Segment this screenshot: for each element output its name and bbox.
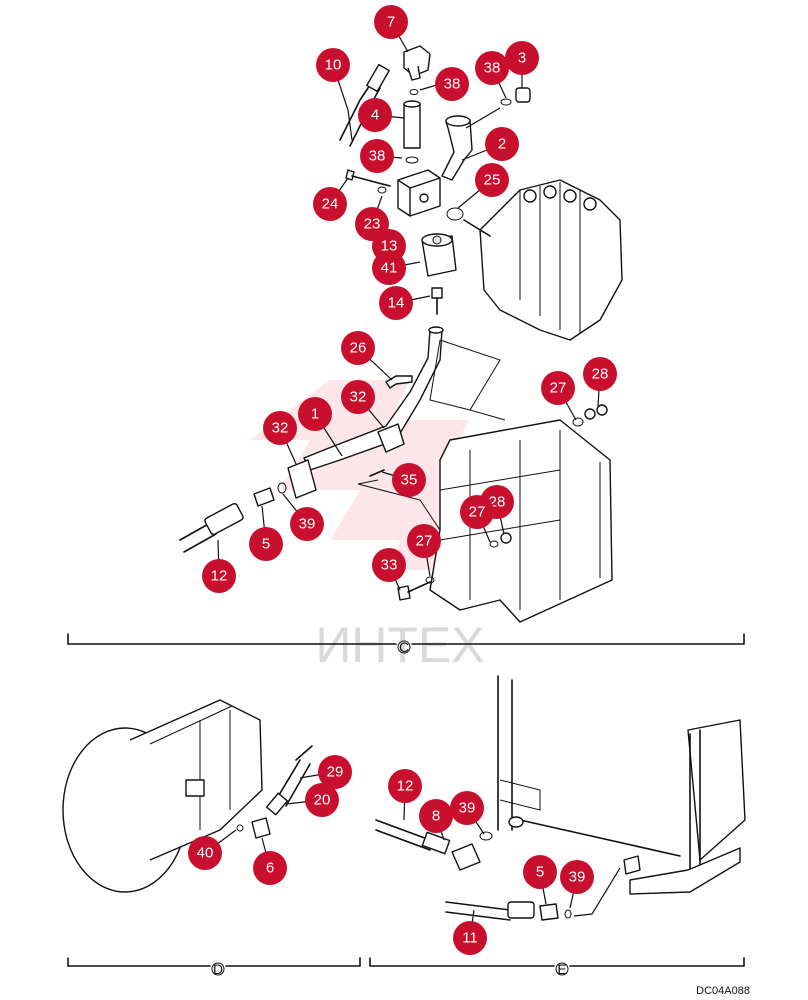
- callout-38: 38: [475, 51, 509, 85]
- callout-20: 20: [305, 783, 339, 817]
- section-d-bracket: D: [67, 957, 361, 977]
- svg-text:39: 39: [569, 869, 586, 886]
- svg-text:8: 8: [432, 808, 440, 825]
- callout-8: 8: [419, 799, 453, 833]
- svg-text:12: 12: [397, 778, 414, 795]
- callout-24: 24: [313, 187, 347, 221]
- callout-39: 39: [560, 860, 594, 894]
- svg-text:27: 27: [416, 533, 433, 550]
- callout-4: 4: [358, 98, 392, 132]
- callout-5: 5: [249, 527, 283, 561]
- svg-text:27: 27: [550, 380, 567, 397]
- svg-text:1: 1: [311, 406, 319, 423]
- svg-text:5: 5: [262, 536, 270, 553]
- section-e-drawing: [375, 675, 746, 921]
- svg-text:3: 3: [518, 50, 526, 67]
- callout-12: 12: [202, 559, 236, 593]
- svg-text:29: 29: [327, 764, 344, 781]
- svg-text:25: 25: [484, 172, 501, 189]
- callout-39: 39: [450, 791, 484, 825]
- watermark-text: ИНТЕХ: [315, 617, 484, 673]
- callout-27: 27: [407, 524, 441, 558]
- svg-text:32: 32: [272, 420, 289, 437]
- svg-text:27: 27: [469, 504, 486, 521]
- callout-27: 27: [541, 371, 575, 405]
- svg-text:39: 39: [459, 800, 476, 817]
- callout-1: 1: [298, 397, 332, 431]
- callout-40: 40: [188, 836, 222, 870]
- section-e-bracket: E: [369, 957, 745, 977]
- callout-11: 11: [453, 921, 487, 955]
- svg-text:39: 39: [299, 516, 316, 533]
- svg-text:5: 5: [536, 864, 544, 881]
- callout-5: 5: [523, 855, 557, 889]
- callout-38: 38: [435, 67, 469, 101]
- section-e-label: E: [557, 961, 566, 977]
- callout-28: 28: [583, 357, 617, 391]
- section-c-drawing: [179, 45, 623, 623]
- callout-38: 38: [360, 139, 394, 173]
- svg-text:40: 40: [197, 845, 214, 862]
- svg-text:38: 38: [484, 60, 501, 77]
- callout-33: 33: [372, 548, 406, 582]
- callout-39: 39: [290, 507, 324, 541]
- callout-6: 6: [253, 851, 287, 885]
- callout-27: 27: [460, 495, 494, 529]
- svg-text:20: 20: [314, 792, 331, 809]
- svg-text:38: 38: [444, 76, 461, 93]
- section-d-drawing: [62, 699, 313, 893]
- svg-text:11: 11: [462, 930, 478, 947]
- svg-text:7: 7: [387, 14, 395, 31]
- section-c-bracket: C: [67, 633, 745, 655]
- svg-text:26: 26: [350, 340, 367, 357]
- callouts: 7 10 38 38 3 4 38 2 24 25 23 13 41 14 26…: [188, 5, 617, 955]
- callout-10: 10: [316, 48, 350, 82]
- callout-2: 2: [485, 127, 519, 161]
- drawing-code: DC04A088: [696, 985, 750, 997]
- callout-32: 32: [341, 380, 375, 414]
- callout-35: 35: [392, 463, 426, 497]
- callout-32: 32: [263, 411, 297, 445]
- callout-14: 14: [379, 286, 413, 320]
- svg-text:10: 10: [325, 57, 342, 74]
- svg-text:23: 23: [364, 216, 381, 233]
- svg-text:41: 41: [381, 260, 398, 277]
- callout-7: 7: [374, 5, 408, 39]
- callout-26: 26: [341, 331, 375, 365]
- callout-25: 25: [475, 163, 509, 197]
- svg-text:38: 38: [369, 148, 386, 165]
- svg-text:28: 28: [592, 366, 609, 383]
- callout-3: 3: [505, 41, 539, 75]
- svg-text:24: 24: [322, 196, 339, 213]
- svg-text:12: 12: [211, 568, 228, 585]
- svg-text:33: 33: [381, 557, 398, 574]
- svg-text:4: 4: [371, 107, 379, 124]
- svg-text:32: 32: [350, 389, 367, 406]
- section-c-label: C: [399, 639, 409, 655]
- callout-41: 41: [372, 251, 406, 285]
- section-d-label: D: [213, 961, 223, 977]
- svg-text:2: 2: [498, 136, 506, 153]
- svg-text:13: 13: [381, 238, 398, 255]
- callout-12: 12: [388, 769, 422, 803]
- svg-text:14: 14: [388, 295, 405, 312]
- svg-text:35: 35: [401, 472, 418, 489]
- callout-29: 29: [318, 755, 352, 789]
- svg-text:6: 6: [266, 860, 274, 877]
